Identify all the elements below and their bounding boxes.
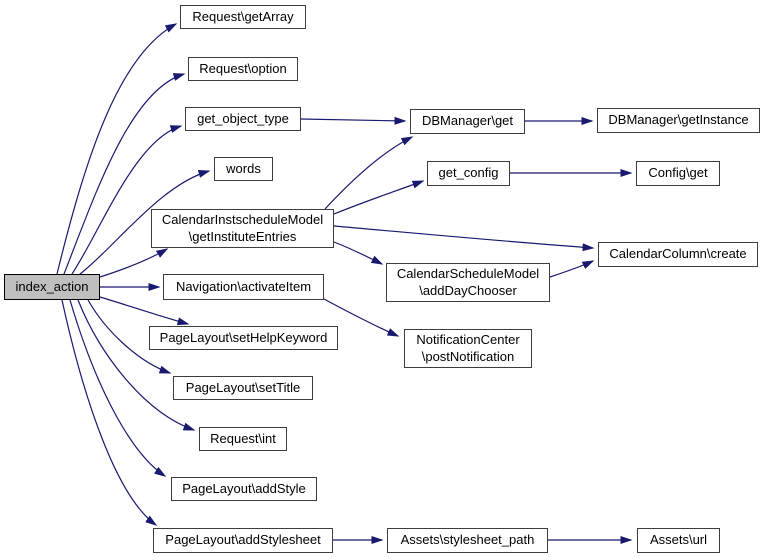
node-set-title[interactable]: PageLayout\setTitle: [173, 376, 313, 400]
edge-index-action-to-request-int: [77, 299, 196, 431]
edge-navigation-activate-item-to-post-notification: [323, 298, 400, 337]
node-assets-url[interactable]: Assets\url: [637, 528, 720, 553]
edge-add-day-chooser-to-calendar-column-create: [549, 260, 595, 278]
edge-index-action-to-add-stylesheet: [61, 299, 158, 526]
node-add-style[interactable]: PageLayout\addStyle: [171, 477, 317, 501]
node-set-help-keyword[interactable]: PageLayout\setHelpKeyword: [149, 326, 338, 350]
edge-index-action-to-set-title: [87, 299, 172, 374]
node-index-action[interactable]: index_action: [4, 274, 100, 300]
node-get-config[interactable]: get_config: [427, 161, 510, 186]
edge-get-institute-entries-to-add-day-chooser: [333, 241, 384, 265]
edge-index-action-to-words: [79, 170, 211, 275]
node-request-get-array[interactable]: Request\getArray: [180, 5, 306, 29]
node-navigation-activate-item[interactable]: Navigation\activateItem: [163, 274, 324, 300]
node-calendar-column-create[interactable]: CalendarColumn\create: [598, 242, 758, 267]
edge-index-action-to-get-object-type: [71, 125, 183, 275]
edge-index-action-to-add-style: [69, 299, 167, 477]
edge-index-action-to-request-option: [63, 73, 186, 275]
node-get-institute-entries[interactable]: CalendarInstscheduleModel \getInstituteE…: [151, 209, 334, 248]
edge-get-object-type-to-dbmanager-get: [300, 116, 407, 125]
node-request-int[interactable]: Request\int: [199, 427, 287, 451]
node-add-day-chooser[interactable]: CalendarScheduleModel \addDayChooser: [386, 263, 550, 302]
edge-get-institute-entries-to-get-config: [333, 180, 425, 215]
node-dbmanager-get[interactable]: DBManager\get: [410, 109, 525, 134]
node-add-stylesheet[interactable]: PageLayout\addStylesheet: [153, 528, 333, 553]
node-dbmanager-get-instance[interactable]: DBManager\getInstance: [597, 108, 760, 133]
node-get-object-type[interactable]: get_object_type: [185, 107, 301, 131]
node-post-notification[interactable]: NotificationCenter \postNotification: [404, 329, 532, 368]
node-config-get[interactable]: Config\get: [636, 161, 720, 186]
edge-index-action-to-set-help-keyword: [99, 296, 190, 326]
edge-get-institute-entries-to-calendar-column-create: [333, 225, 595, 252]
node-words[interactable]: words: [214, 157, 273, 181]
edge-get-institute-entries-to-dbmanager-get: [324, 136, 414, 210]
node-request-option[interactable]: Request\option: [188, 57, 298, 81]
edge-index-action-to-get-institute-entries: [99, 248, 169, 278]
edge-index-action-to-request-get-array: [56, 23, 178, 275]
node-stylesheet-path[interactable]: Assets\stylesheet_path: [387, 528, 548, 553]
